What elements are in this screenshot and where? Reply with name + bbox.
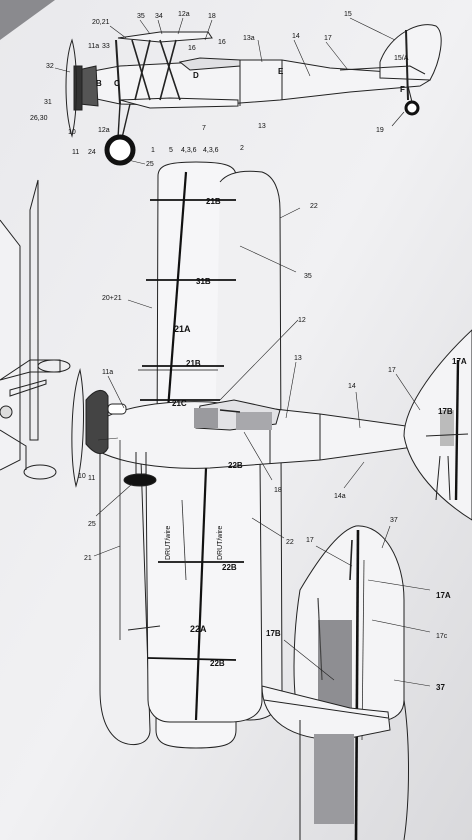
side-propeller bbox=[65, 38, 77, 138]
plan-engine bbox=[85, 390, 109, 454]
callout-17c: 17c bbox=[436, 633, 448, 640]
callout-26-30: 26,30 bbox=[30, 115, 48, 122]
callout-25-plan: 25 bbox=[88, 521, 96, 528]
callout-20-21: 20,21 bbox=[92, 19, 110, 26]
callout-18: 18 bbox=[208, 13, 216, 20]
callout-35: 35 bbox=[137, 13, 145, 20]
callout-35-plan: 35 bbox=[304, 273, 312, 280]
plan-wheel bbox=[123, 473, 157, 487]
callout-19: 19 bbox=[376, 127, 384, 134]
callout-d: D bbox=[193, 71, 199, 80]
callout-14-plan: 14 bbox=[348, 383, 356, 390]
callout-13: 13 bbox=[258, 123, 266, 130]
callout-15a: 15/A bbox=[394, 55, 409, 62]
lower-wing-right bbox=[145, 459, 263, 723]
callout-33: 33 bbox=[102, 43, 110, 50]
callout-17b-tail: 17B bbox=[266, 629, 281, 638]
callout-12a: 12a bbox=[178, 11, 190, 18]
callout-17a-plan: 17A bbox=[452, 357, 467, 366]
callout-12: 12 bbox=[298, 317, 306, 324]
plan-view-callouts: 21B 22 35 31B 20+21 21A 12 21B 13 14 17 … bbox=[78, 197, 467, 668]
tail-detail bbox=[261, 525, 431, 840]
plan-tail bbox=[403, 329, 472, 521]
side-top-wing bbox=[117, 31, 213, 43]
callout-13-plan: 13 bbox=[294, 355, 302, 362]
callout-15: 15 bbox=[344, 11, 352, 18]
lower-wing-lower bbox=[99, 429, 151, 746]
callout-11-plan: 11 bbox=[88, 475, 95, 482]
callout-22b-b: 22B bbox=[222, 563, 237, 572]
callout-22a: 22A bbox=[190, 624, 207, 634]
callout-37-top: 37 bbox=[390, 517, 398, 524]
callout-17b-plan: 17B bbox=[438, 407, 453, 416]
callout-e: E bbox=[278, 67, 284, 76]
callout-2: 2 bbox=[240, 145, 244, 152]
drut-wire-left: DRUT/wire bbox=[165, 526, 172, 560]
side-lower-wing bbox=[119, 97, 239, 109]
callout-21b-mid: 21B bbox=[186, 359, 201, 368]
callout-34: 34 bbox=[155, 13, 163, 20]
callout-c: C bbox=[114, 79, 120, 88]
partial-left-aircraft bbox=[0, 219, 21, 471]
callout-b: B bbox=[96, 79, 102, 88]
side-view-callouts: 35 34 12a 18 20,21 11a 33 16 16 13a 14 1… bbox=[30, 11, 409, 168]
callout-17-plan: 17 bbox=[388, 367, 396, 374]
callout-5: 5 bbox=[169, 147, 173, 154]
tail-plane-detail bbox=[261, 685, 391, 741]
callout-20-21-plan: 20+21 bbox=[102, 295, 122, 302]
callout-17a-tail: 17A bbox=[436, 591, 451, 600]
callout-37-bottom: 37 bbox=[436, 683, 445, 692]
callout-10-plan: 10 bbox=[78, 473, 86, 480]
callout-1: 1 bbox=[151, 147, 155, 154]
callout-31: 31 bbox=[44, 99, 52, 106]
callout-10: 10 bbox=[68, 129, 76, 136]
side-fuselage bbox=[87, 59, 431, 107]
plan-view bbox=[0, 161, 472, 749]
callout-14: 14 bbox=[292, 33, 300, 40]
callout-21: 21 bbox=[84, 555, 92, 562]
callout-17-tail: 17 bbox=[306, 537, 314, 544]
callout-22b-c: 22B bbox=[210, 659, 225, 668]
side-main-wheel bbox=[104, 134, 136, 166]
callout-22b-a: 22B bbox=[228, 461, 243, 470]
callout-22-lower: 22 bbox=[286, 539, 294, 546]
dark-corner bbox=[0, 0, 55, 40]
callout-21c: 21C bbox=[172, 399, 187, 408]
callout-21a: 21A bbox=[174, 324, 191, 334]
callout-12a-low: 12a bbox=[98, 127, 110, 134]
plan-propeller bbox=[71, 368, 84, 488]
callout-25: 25 bbox=[146, 161, 154, 168]
callout-32: 32 bbox=[46, 63, 54, 70]
callout-4-3-6a: 4,3,6 bbox=[181, 147, 197, 154]
drut-wire-right: DRUT/wire bbox=[217, 526, 224, 560]
callout-14a: 14a bbox=[334, 493, 346, 500]
side-view bbox=[54, 17, 442, 166]
callout-7: 7 bbox=[202, 125, 206, 132]
callout-21b-top: 21B bbox=[206, 197, 221, 206]
callout-17: 17 bbox=[324, 35, 332, 42]
cockpit-grey bbox=[194, 408, 218, 428]
callout-f: F bbox=[400, 85, 405, 94]
callout-11a-plan: 11a bbox=[102, 369, 113, 376]
callout-31b: 31B bbox=[196, 277, 211, 286]
callout-16a: 16 bbox=[188, 45, 196, 52]
callout-22-upper: 22 bbox=[310, 203, 318, 210]
tail-detail-callouts: 37 17 17A 17c 17B 37 bbox=[266, 517, 451, 692]
callout-16b: 16 bbox=[218, 39, 226, 46]
callout-13a: 13a bbox=[243, 35, 255, 42]
callout-11: 11 bbox=[72, 149, 79, 156]
callout-4-3-6b: 4,3,6 bbox=[203, 147, 219, 154]
tail-shadow bbox=[318, 620, 352, 710]
callout-18-plan: 18 bbox=[274, 487, 282, 494]
callout-11a: 11a bbox=[88, 43, 99, 50]
callout-24: 24 bbox=[88, 149, 96, 156]
